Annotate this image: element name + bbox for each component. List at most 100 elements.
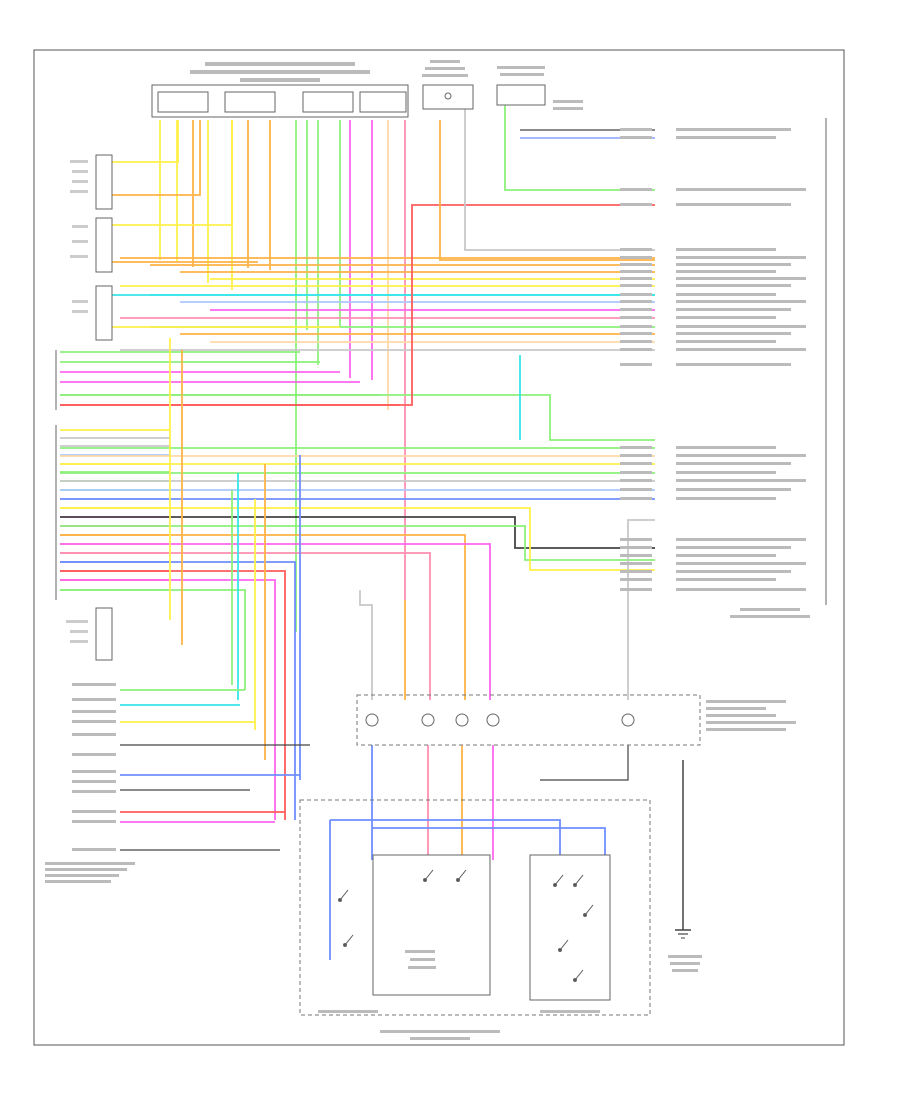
left-bottom-label-1	[72, 698, 116, 701]
left-bottom-label-9	[72, 810, 116, 813]
left-component-4	[66, 607, 113, 661]
left-component-2	[70, 217, 113, 273]
right-pin-tag-12	[620, 308, 652, 311]
right-pin-tag-26	[620, 538, 652, 541]
right-pin-tag-14	[620, 325, 652, 328]
wire-81	[60, 589, 246, 690]
wire-44	[439, 120, 655, 261]
left-bottom-caption-3	[45, 880, 111, 883]
right-pin-label-4	[676, 248, 776, 251]
right-pin-tag-31	[620, 578, 652, 581]
left-bottom-label-10	[72, 820, 116, 823]
right-pin-label-1	[676, 136, 776, 139]
right-pin-tag-10	[620, 293, 652, 296]
right-label-blocks	[620, 128, 806, 591]
wire-43	[464, 108, 655, 251]
right-pin-label-11	[676, 300, 806, 303]
left-bottom-caption-1	[45, 868, 127, 871]
right-pin-tag-22	[620, 471, 652, 474]
wire-41	[60, 204, 655, 406]
right-pin-label-9	[676, 284, 791, 287]
wire-layer	[60, 105, 655, 960]
right-pin-label-29	[676, 562, 806, 565]
wire-92	[359, 590, 373, 700]
right-pin-tag-16	[620, 340, 652, 343]
right-pin-label-10	[676, 293, 776, 296]
right-pin-tag-6	[620, 263, 652, 266]
right-pin-label-15	[676, 332, 791, 335]
right-pin-tag-0	[620, 128, 652, 131]
right-pin-tag-28	[620, 554, 652, 557]
left-bottom-label-2	[72, 710, 116, 713]
right-pin-label-30	[676, 570, 791, 573]
right-pin-tag-7	[620, 270, 652, 273]
ground-symbol	[668, 760, 702, 972]
right-pin-label-8	[676, 277, 806, 280]
right-pin-label-3	[676, 203, 791, 206]
right-pin-tag-15	[620, 332, 652, 335]
right-pin-label-31	[676, 578, 776, 581]
right-pin-label-18	[676, 363, 791, 366]
left-component-1	[70, 154, 113, 210]
switch-8	[573, 969, 584, 982]
right-pin-label-20	[676, 454, 806, 457]
switch-1	[343, 934, 354, 947]
right-connector-column	[730, 118, 827, 618]
switch-0	[338, 889, 349, 902]
right-pin-label-26	[676, 538, 806, 541]
right-pin-tag-21	[620, 462, 652, 465]
left-bottom-label-5	[72, 753, 116, 756]
right-pin-tag-24	[620, 488, 652, 491]
top-left-connector-block	[151, 62, 409, 118]
wire-80	[60, 579, 276, 820]
wire-98	[540, 745, 629, 781]
right-pin-tag-11	[620, 300, 652, 303]
wire-82	[60, 507, 655, 571]
right-pin-label-25	[676, 497, 776, 500]
right-pin-label-32	[676, 588, 806, 591]
right-pin-tag-3	[620, 203, 652, 206]
middle-module	[356, 694, 796, 746]
wire-79	[60, 570, 286, 820]
right-pin-tag-5	[620, 256, 652, 259]
right-pin-label-16	[676, 340, 776, 343]
wire-28	[112, 120, 179, 163]
switch-6	[583, 904, 594, 917]
switch-3	[456, 869, 467, 882]
right-pin-label-21	[676, 462, 791, 465]
left-bottom-caption-2	[45, 874, 119, 877]
right-pin-label-27	[676, 546, 791, 549]
left-bottom-label-4	[72, 733, 116, 736]
left-bottom-label-0	[72, 683, 116, 686]
right-pin-label-2	[676, 188, 806, 191]
left-bottom-label-8	[72, 790, 116, 793]
right-pin-label-0	[676, 128, 791, 131]
diagram-frame	[33, 49, 845, 1046]
wire-42	[504, 105, 655, 191]
switch-5	[573, 874, 584, 887]
wire-77	[60, 552, 431, 700]
right-pin-label-7	[676, 270, 776, 273]
wire-75	[60, 534, 466, 700]
left-bottom-connector	[45, 683, 135, 883]
right-pin-tag-23	[620, 479, 652, 482]
wire-93	[627, 519, 655, 700]
wire-40	[60, 394, 655, 441]
right-pin-label-23	[676, 479, 806, 482]
right-pin-label-13	[676, 316, 776, 319]
right-pin-tag-18	[620, 363, 652, 366]
wire-73	[60, 516, 655, 549]
right-pin-tag-4	[620, 248, 652, 251]
right-pin-label-28	[676, 554, 776, 557]
right-pin-tag-25	[620, 497, 652, 500]
right-pin-tag-2	[620, 188, 652, 191]
left-bottom-label-6	[72, 770, 116, 773]
steering-controls	[299, 799, 651, 1040]
right-pin-tag-8	[620, 277, 652, 280]
right-pin-label-19	[676, 446, 776, 449]
right-pin-tag-13	[620, 316, 652, 319]
right-pin-tag-32	[620, 588, 652, 591]
right-pin-tag-29	[620, 562, 652, 565]
right-pin-tag-27	[620, 546, 652, 549]
